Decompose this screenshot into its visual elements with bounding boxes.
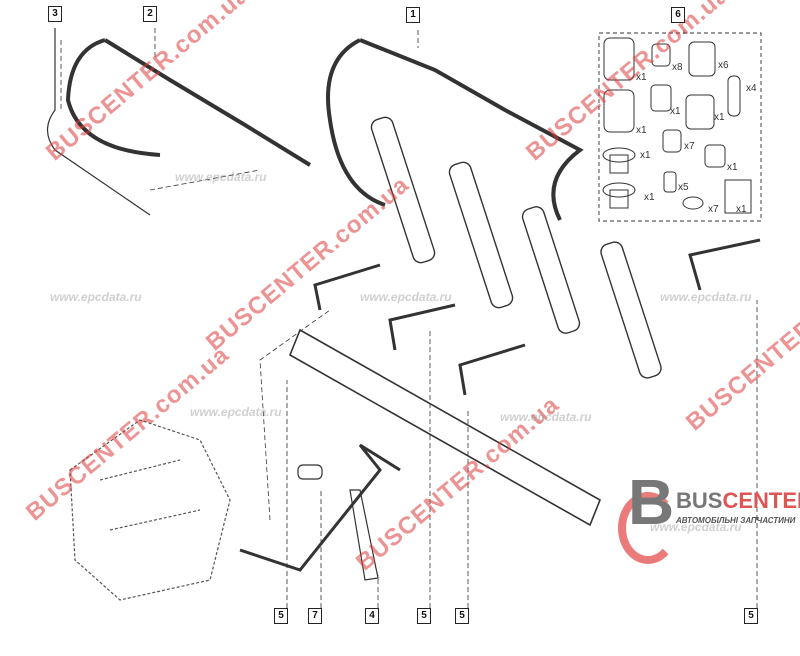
kit-qty: x1 <box>640 150 651 161</box>
hp-pipe <box>458 343 526 396</box>
injectors <box>370 116 662 379</box>
logo-text: BUSCENTER <box>676 488 800 513</box>
watermark-site: www.epcdata.ru <box>360 290 452 304</box>
kit-qty: x7 <box>708 204 719 215</box>
hp-pipe <box>688 238 761 291</box>
callout-1[interactable]: 1 <box>406 7 420 23</box>
watermark-site: www.epcdata.ru <box>50 290 142 304</box>
fuel-rail <box>288 328 602 527</box>
watermark-site: www.epcdata.ru <box>660 290 752 304</box>
kit-qty: x1 <box>636 125 647 136</box>
kit-qty: x1 <box>644 192 655 203</box>
kit-qty: x6 <box>718 60 729 71</box>
logo-c-mark <box>618 492 678 564</box>
callout-7[interactable]: 7 <box>308 608 322 624</box>
kit-qty: x5 <box>678 182 689 193</box>
kit-qty: x8 <box>672 62 683 73</box>
callout-5[interactable]: 5 <box>274 608 288 624</box>
callout-5[interactable]: 5 <box>455 608 469 624</box>
high-pressure-pump <box>69 419 231 601</box>
watermark-site: www.epcdata.ru <box>190 405 282 419</box>
watermark-site: www.epcdata.ru <box>500 410 592 424</box>
kit-qty: x7 <box>684 141 695 152</box>
leak-off-hose-1 <box>326 38 584 221</box>
leak-off-hose-2 <box>65 38 312 167</box>
logo-subtitle: АВТОМОБІЛЬНІ ЗАПЧАСТИНИ <box>676 516 796 525</box>
buscenter-logo: B BUSCENTER АВТОМОБІЛЬНІ ЗАПЧАСТИНИ <box>618 466 800 564</box>
callout-5[interactable]: 5 <box>744 608 758 624</box>
logo-b-mark: B <box>628 466 675 538</box>
kit-qty: x4 <box>746 83 757 94</box>
bracket-4 <box>349 489 379 581</box>
hp-pipe <box>313 263 381 311</box>
callout-2[interactable]: 2 <box>143 6 157 22</box>
leak-off-hose-3 <box>46 28 151 216</box>
watermark-site: www.epcdata.ru <box>175 170 267 184</box>
callout-3[interactable]: 3 <box>48 6 62 22</box>
callout-5[interactable]: 5 <box>417 608 431 624</box>
kit-qty: x1 <box>670 106 681 117</box>
hp-pipe <box>388 303 456 351</box>
kit-qty: x1 <box>636 72 647 83</box>
callout-6[interactable]: 6 <box>671 7 685 23</box>
kit-qty: x1 <box>714 112 725 123</box>
kit-qty: x1 <box>727 162 738 173</box>
kit-parts <box>602 37 752 214</box>
kit-box-6 <box>598 32 762 222</box>
sleeve-7 <box>297 464 323 480</box>
hp-pipe-pump <box>239 443 401 572</box>
callout-4[interactable]: 4 <box>365 608 379 624</box>
kit-qty: x1 <box>736 204 747 215</box>
